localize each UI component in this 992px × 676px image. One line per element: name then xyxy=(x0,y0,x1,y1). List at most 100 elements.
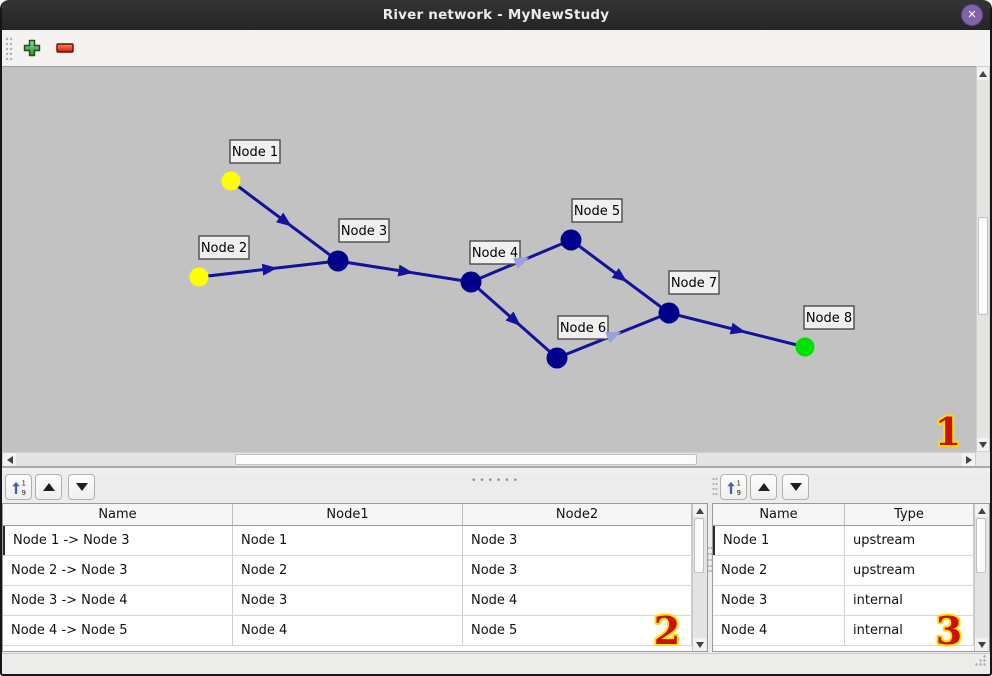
node-circle-node-3[interactable] xyxy=(327,250,349,272)
node-circle-node-7[interactable] xyxy=(658,302,680,324)
table-cell: Node 2 xyxy=(233,556,463,585)
node-label-box[interactable] xyxy=(571,198,623,223)
edge-arrow-icon xyxy=(513,257,530,269)
node-label-box[interactable] xyxy=(338,218,390,243)
node-label: Node 1 xyxy=(232,145,278,160)
scroll-down-button[interactable] xyxy=(977,438,989,451)
sort-button[interactable]: 1 9 xyxy=(5,474,32,500)
table-cell: Node 3 xyxy=(233,586,463,615)
node-label-box[interactable] xyxy=(198,235,250,260)
node-label-box[interactable] xyxy=(557,315,609,340)
table-cell: Node 2 xyxy=(713,556,845,585)
table-cell: internal xyxy=(845,586,974,615)
window-title: River network - MyNewStudy xyxy=(382,7,610,23)
move-up-button[interactable] xyxy=(750,474,777,500)
canvas-vertical-scrollbar[interactable] xyxy=(976,66,990,452)
nodes-table-toolbar: 1 9 xyxy=(710,474,990,502)
vertical-scroll-thumb[interactable] xyxy=(976,518,986,573)
scroll-left-button[interactable] xyxy=(3,453,16,466)
node-label-box[interactable] xyxy=(668,270,720,295)
toolbar-drag-handle[interactable] xyxy=(712,477,718,501)
sort-ascending-icon: 1 9 xyxy=(726,479,740,496)
column-header-node2[interactable]: Node2 xyxy=(463,504,692,525)
edge-arrow-icon xyxy=(729,322,746,335)
node-label-box[interactable] xyxy=(469,240,521,265)
table-cell: upstream xyxy=(845,526,974,555)
edge-arrow-icon xyxy=(397,264,414,277)
column-header-name[interactable]: Name xyxy=(3,504,233,525)
node-label: Node 4 xyxy=(472,246,518,261)
remove-button[interactable] xyxy=(56,39,74,57)
scroll-up-button[interactable] xyxy=(693,504,706,517)
edge-arrow-icon xyxy=(611,268,628,282)
scroll-down-button[interactable] xyxy=(975,638,988,651)
table-cell: Node 1 xyxy=(713,526,845,555)
nodes-table-scrollbar[interactable] xyxy=(974,504,989,651)
node-circle-node-8[interactable] xyxy=(795,337,815,357)
arrow-right-icon xyxy=(965,455,972,464)
vertical-scroll-thumb[interactable] xyxy=(978,217,988,315)
node-label: Node 2 xyxy=(201,241,247,256)
panel-divider-grip[interactable] xyxy=(707,546,713,576)
sort-button[interactable]: 1 9 xyxy=(720,474,747,500)
links-table-header: Name Node1 Node2 xyxy=(3,504,707,526)
node-circle-node-1[interactable] xyxy=(221,171,241,191)
scrollbar-corner xyxy=(976,452,990,467)
column-header-node1[interactable]: Node1 xyxy=(233,504,463,525)
arrow-down-icon xyxy=(695,641,704,648)
node-circle-node-2[interactable] xyxy=(189,267,209,287)
move-up-button[interactable] xyxy=(35,474,62,500)
svg-text:1: 1 xyxy=(21,479,25,487)
move-down-button[interactable] xyxy=(782,474,809,500)
sort-ascending-icon: 1 9 xyxy=(11,479,25,496)
node-circle-node-5[interactable] xyxy=(560,229,582,251)
scroll-right-button[interactable] xyxy=(962,453,975,466)
vertical-scroll-thumb[interactable] xyxy=(694,518,704,573)
table-cell: Node 3 xyxy=(713,586,845,615)
svg-text:9: 9 xyxy=(21,489,25,496)
toolbar-drag-handle[interactable] xyxy=(5,36,13,64)
scroll-down-button[interactable] xyxy=(693,638,706,651)
close-icon: ✕ xyxy=(967,8,977,21)
close-button[interactable]: ✕ xyxy=(961,4,983,26)
horizontal-splitter[interactable]: •••••• xyxy=(2,466,990,486)
move-down-button[interactable] xyxy=(68,474,95,500)
arrow-up-icon xyxy=(977,507,986,514)
scroll-up-button[interactable] xyxy=(977,67,989,80)
node-label: Node 7 xyxy=(671,276,717,291)
scroll-up-button[interactable] xyxy=(975,504,988,517)
column-header-type[interactable]: Type xyxy=(845,504,974,525)
edge-arrow-icon xyxy=(605,332,622,344)
empty-row xyxy=(713,646,989,650)
column-header-name[interactable]: Name xyxy=(713,504,845,525)
table-cell: Node 4 -> Node 5 xyxy=(3,616,233,645)
arrow-down-icon xyxy=(977,641,986,648)
node-label-box[interactable] xyxy=(229,139,281,164)
add-button[interactable] xyxy=(23,39,41,57)
svg-text:1: 1 xyxy=(736,479,740,487)
resize-grip-icon[interactable] xyxy=(974,652,987,671)
node-label-box[interactable] xyxy=(803,305,855,330)
titlebar[interactable]: River network - MyNewStudy ✕ xyxy=(2,0,990,30)
node-circle-node-6[interactable] xyxy=(546,347,568,369)
links-table-scrollbar[interactable] xyxy=(692,504,707,651)
plus-icon xyxy=(23,39,41,57)
node-circle-node-4[interactable] xyxy=(460,271,482,293)
canvas-horizontal-scrollbar[interactable] xyxy=(2,452,976,467)
links-table-toolbar: 1 9 xyxy=(2,474,708,502)
horizontal-scroll-thumb[interactable] xyxy=(235,454,697,465)
